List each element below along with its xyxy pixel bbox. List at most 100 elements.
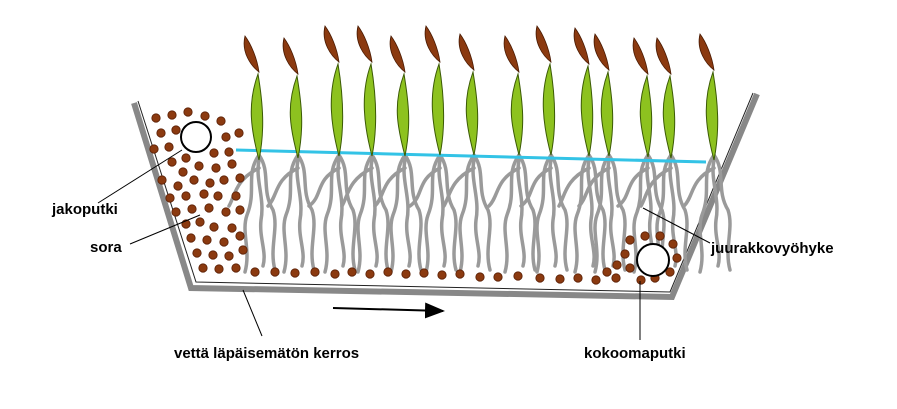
distribution-pipe <box>180 121 212 153</box>
reed-plant <box>655 37 676 159</box>
root-strand <box>337 153 357 272</box>
reed-plant <box>389 35 410 157</box>
root-strand <box>616 166 650 208</box>
gravel-pebble <box>475 272 485 282</box>
reed-seed-head <box>535 25 552 63</box>
reed-leaf <box>363 62 377 157</box>
root-strand <box>587 153 607 272</box>
gravel-pebble <box>330 269 340 279</box>
gravel-pebble <box>189 175 199 185</box>
root-strand <box>669 153 689 272</box>
gravel-pebble <box>181 191 191 201</box>
gravel-pebble <box>194 161 204 171</box>
gravel-pebble <box>620 249 630 259</box>
gravel-pebble <box>151 113 161 123</box>
gravel-pebble <box>310 267 320 277</box>
gravel-pebble <box>625 235 635 245</box>
gravel-pebble <box>636 275 646 285</box>
gravel-pebble <box>171 125 181 135</box>
root-strand <box>517 153 537 272</box>
reed-plants <box>243 25 719 161</box>
gravel-pebble <box>198 263 208 273</box>
label-impermeable-layer: vettä läpäisemätön kerros <box>174 345 359 362</box>
gravel-pebble <box>665 267 675 277</box>
gravel-pebble <box>195 217 205 227</box>
reed-leaf <box>465 70 479 156</box>
label-gravel: sora <box>90 239 122 256</box>
gravel-pebble <box>204 203 214 213</box>
reed-seed-head <box>424 25 441 63</box>
root-strand <box>307 166 341 208</box>
root-strand <box>438 153 458 272</box>
label-collection-pipe: kokoomaputki <box>584 345 686 362</box>
root-strand <box>471 158 481 268</box>
gravel-pebble <box>235 231 245 241</box>
root-strand <box>586 158 596 268</box>
reed-seed-head <box>282 37 299 75</box>
basin-inner-line <box>137 92 754 293</box>
root-strand <box>403 153 423 272</box>
gravel-pebble <box>165 193 175 203</box>
gravel-pebble <box>231 191 241 201</box>
gravel-pebble <box>493 272 503 282</box>
reed-plant <box>573 27 594 157</box>
gravel-pebble <box>186 233 196 243</box>
label-root-zone: juurakkovyöhyke <box>710 240 834 257</box>
reed-seed-head <box>593 33 610 71</box>
root-strand <box>516 158 526 268</box>
gravel-pebble <box>183 107 193 117</box>
gravel-pebble <box>227 159 237 169</box>
gravel-pebble <box>202 235 212 245</box>
root-strand <box>639 166 673 208</box>
gravel-pebble <box>209 222 219 232</box>
reed-leaf <box>580 64 594 157</box>
root-strand <box>712 153 732 272</box>
gravel-pebble <box>455 269 465 279</box>
water-level-line <box>235 148 707 164</box>
leader-line-root-zone <box>642 207 711 244</box>
root-strand <box>373 166 407 208</box>
gravel-pebble <box>213 191 223 201</box>
gravel-pebble <box>167 110 177 120</box>
root-strand <box>340 166 374 208</box>
gravel-pebble <box>181 153 191 163</box>
gravel-pebble <box>668 239 678 249</box>
leader-line-gravel <box>129 214 201 245</box>
root-strand <box>408 166 442 208</box>
root-strand <box>557 166 591 208</box>
reed-plant <box>632 37 653 158</box>
gravel-particles <box>149 107 682 285</box>
root-strand <box>227 166 261 208</box>
reed-leaf <box>662 74 676 159</box>
gravel-pebble <box>199 189 209 199</box>
gravel-pebble <box>224 251 234 261</box>
label-distribution-pipe: jakoputki <box>51 201 118 218</box>
root-strand <box>369 158 379 268</box>
reed-plant <box>458 33 479 156</box>
gravel-pebble <box>214 264 224 274</box>
gravel-pebble <box>672 253 682 263</box>
gravel-pebble <box>173 181 183 191</box>
root-strand <box>402 158 412 268</box>
reed-leaf <box>600 70 614 157</box>
reed-seed-head <box>323 25 340 63</box>
reed-plant <box>698 33 719 161</box>
leader-lines <box>97 149 711 340</box>
reed-plant <box>503 35 524 156</box>
reed-plant <box>356 25 377 157</box>
reed-plant <box>593 33 614 157</box>
gravel-pebble <box>347 267 357 277</box>
gravel-pebble <box>625 263 635 273</box>
reed-seed-head <box>698 33 715 71</box>
gravel-pebble <box>270 267 280 277</box>
gravel-pebble <box>156 128 166 138</box>
leader-line-impermeable-layer <box>242 289 263 337</box>
gravel-pebble <box>555 274 565 284</box>
reed-seed-head <box>389 35 406 73</box>
gravel-pebble <box>157 175 167 185</box>
reed-plant <box>243 35 264 161</box>
reed-leaf <box>639 74 653 158</box>
reed-seed-head <box>503 35 520 73</box>
gravel-pebble <box>235 173 245 183</box>
gravel-pebble <box>290 268 300 278</box>
